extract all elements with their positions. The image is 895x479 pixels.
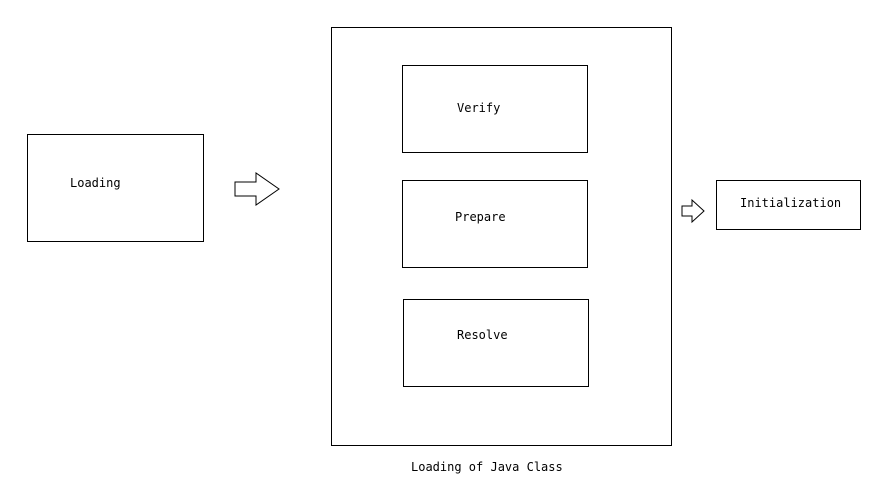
diagram-caption: Loading of Java Class bbox=[411, 460, 563, 474]
initialization-label: Initialization bbox=[740, 196, 842, 210]
verify-box bbox=[402, 65, 588, 153]
initialization-box bbox=[716, 180, 861, 230]
verify-label: Verify bbox=[457, 101, 501, 115]
prepare-label: Prepare bbox=[455, 210, 506, 224]
resolve-label: Resolve bbox=[457, 328, 508, 342]
loading-label: Loading bbox=[70, 176, 121, 190]
resolve-box bbox=[403, 299, 589, 387]
right-arrow-small-icon bbox=[681, 198, 705, 224]
right-arrow-icon bbox=[234, 172, 280, 206]
loading-box bbox=[27, 134, 204, 242]
prepare-box bbox=[402, 180, 588, 268]
